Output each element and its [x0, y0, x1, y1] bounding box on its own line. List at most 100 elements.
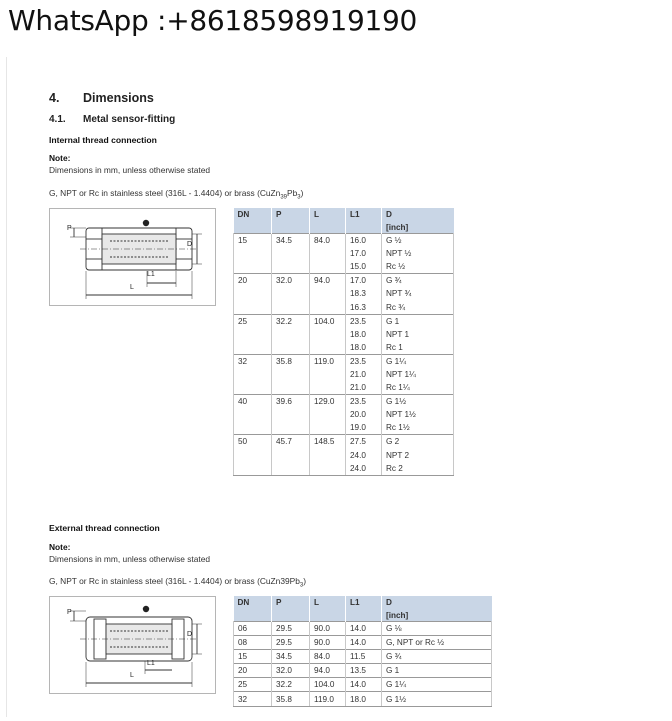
table-cell: G ¾ [381, 649, 492, 664]
table-cell: 32 [233, 691, 272, 707]
table-cell: G 1½ [381, 394, 454, 409]
table-header-row: DN P L L1 D [233, 208, 454, 221]
table-cell: 18.0 [345, 327, 382, 341]
col-header: L1 [345, 208, 382, 221]
unit-cell [233, 609, 272, 622]
material-mid: Pb [287, 188, 298, 198]
table-cell: 19.0 [345, 421, 382, 435]
table-cell: NPT 1½ [381, 408, 454, 422]
table-cell [271, 260, 310, 274]
table-cell: 21.0 [345, 381, 382, 395]
table-cell [271, 408, 310, 422]
table-cell [309, 247, 346, 261]
table-cell: 20 [233, 273, 272, 288]
table-cell: Rc ½ [381, 260, 454, 274]
drawing-label-l: L [130, 672, 134, 679]
subsection-heading: 4.1.Metal sensor-fitting [49, 114, 175, 125]
table-cell [271, 247, 310, 261]
table-cell: 32.0 [271, 273, 310, 288]
unit-label: [inch] [381, 221, 454, 234]
table-cell: 84.0 [309, 233, 346, 248]
table-cell: 06 [233, 620, 272, 636]
table-cell: 40 [233, 394, 272, 409]
table-cell: 14.0 [345, 677, 382, 692]
table-cell: G ¾ [381, 273, 454, 288]
col-header: D [381, 596, 492, 609]
table-cell: NPT ½ [381, 247, 454, 261]
table-cell: 14.0 [345, 620, 382, 636]
table-cell: 20.0 [345, 408, 382, 422]
material-sub: 39 [280, 194, 288, 201]
drawing-label-l1: L1 [147, 271, 155, 278]
col-header: P [271, 596, 310, 609]
subsection-title: Metal sensor-fitting [83, 114, 176, 125]
table-cell: 84.0 [309, 649, 346, 664]
table-cell: G 1 [381, 313, 454, 328]
table-cell: 34.5 [271, 649, 310, 664]
table-cell: G, NPT or Rc ½ [381, 635, 492, 650]
drawing-label-d: D [187, 631, 193, 638]
table-cell: 94.0 [309, 663, 346, 678]
table-cell [309, 461, 346, 476]
drawing-label-p: P [67, 225, 72, 232]
table-cell [233, 287, 272, 301]
table-cell: 29.5 [271, 635, 310, 650]
table-cell: 35.8 [271, 691, 310, 707]
fitting-drawing-svg [70, 219, 202, 299]
table-cell: NPT 1 [381, 327, 454, 341]
external-thread-drawing: P D L1 L [49, 596, 216, 694]
table-cell: NPT 2 [381, 448, 454, 462]
table-cell: 18.0 [345, 340, 382, 355]
table-cell [309, 300, 346, 315]
unit-cell [345, 221, 382, 234]
table-cell [233, 327, 272, 341]
table-cell: 16.3 [345, 300, 382, 315]
external-note-text: Dimensions in mm, unless otherwise state… [49, 554, 211, 564]
external-material-text: G, NPT or Rc in stainless steel (316L - … [49, 576, 306, 589]
table-cell [233, 367, 272, 382]
table-cell [271, 421, 310, 435]
material-suffix: ) [303, 576, 307, 586]
external-heading: External thread connection [49, 523, 160, 533]
drawing-label-l1: L1 [147, 660, 155, 667]
table-cell [309, 448, 346, 462]
internal-thread-drawing: P D L1 L [49, 208, 216, 306]
unit-cell [309, 221, 346, 234]
table-cell: 08 [233, 635, 272, 650]
table-cell: 32 [233, 353, 272, 368]
table-cell [309, 408, 346, 422]
section-number: 4. [49, 91, 60, 105]
table-cell: 104.0 [309, 677, 346, 692]
material-sub: 3 [299, 582, 304, 589]
table-cell [233, 340, 272, 355]
table-cell: 90.0 [309, 620, 346, 636]
table-cell [271, 448, 310, 462]
table-cell [233, 247, 272, 261]
col-header: P [271, 208, 310, 221]
material-prefix: G, NPT or Rc in stainless steel (316L - … [49, 576, 281, 586]
table-cell: G 1¼ [381, 353, 454, 368]
material-prefix: G, NPT or Rc in stainless steel (316L - … [49, 188, 281, 198]
table-cell: 15.0 [345, 260, 382, 274]
table-cell: 15 [233, 649, 272, 664]
table-cell: G 1 [381, 663, 492, 678]
section-title: Dimensions [83, 91, 154, 105]
table-cell: 45.7 [271, 434, 310, 449]
table-cell: 119.0 [309, 353, 346, 368]
